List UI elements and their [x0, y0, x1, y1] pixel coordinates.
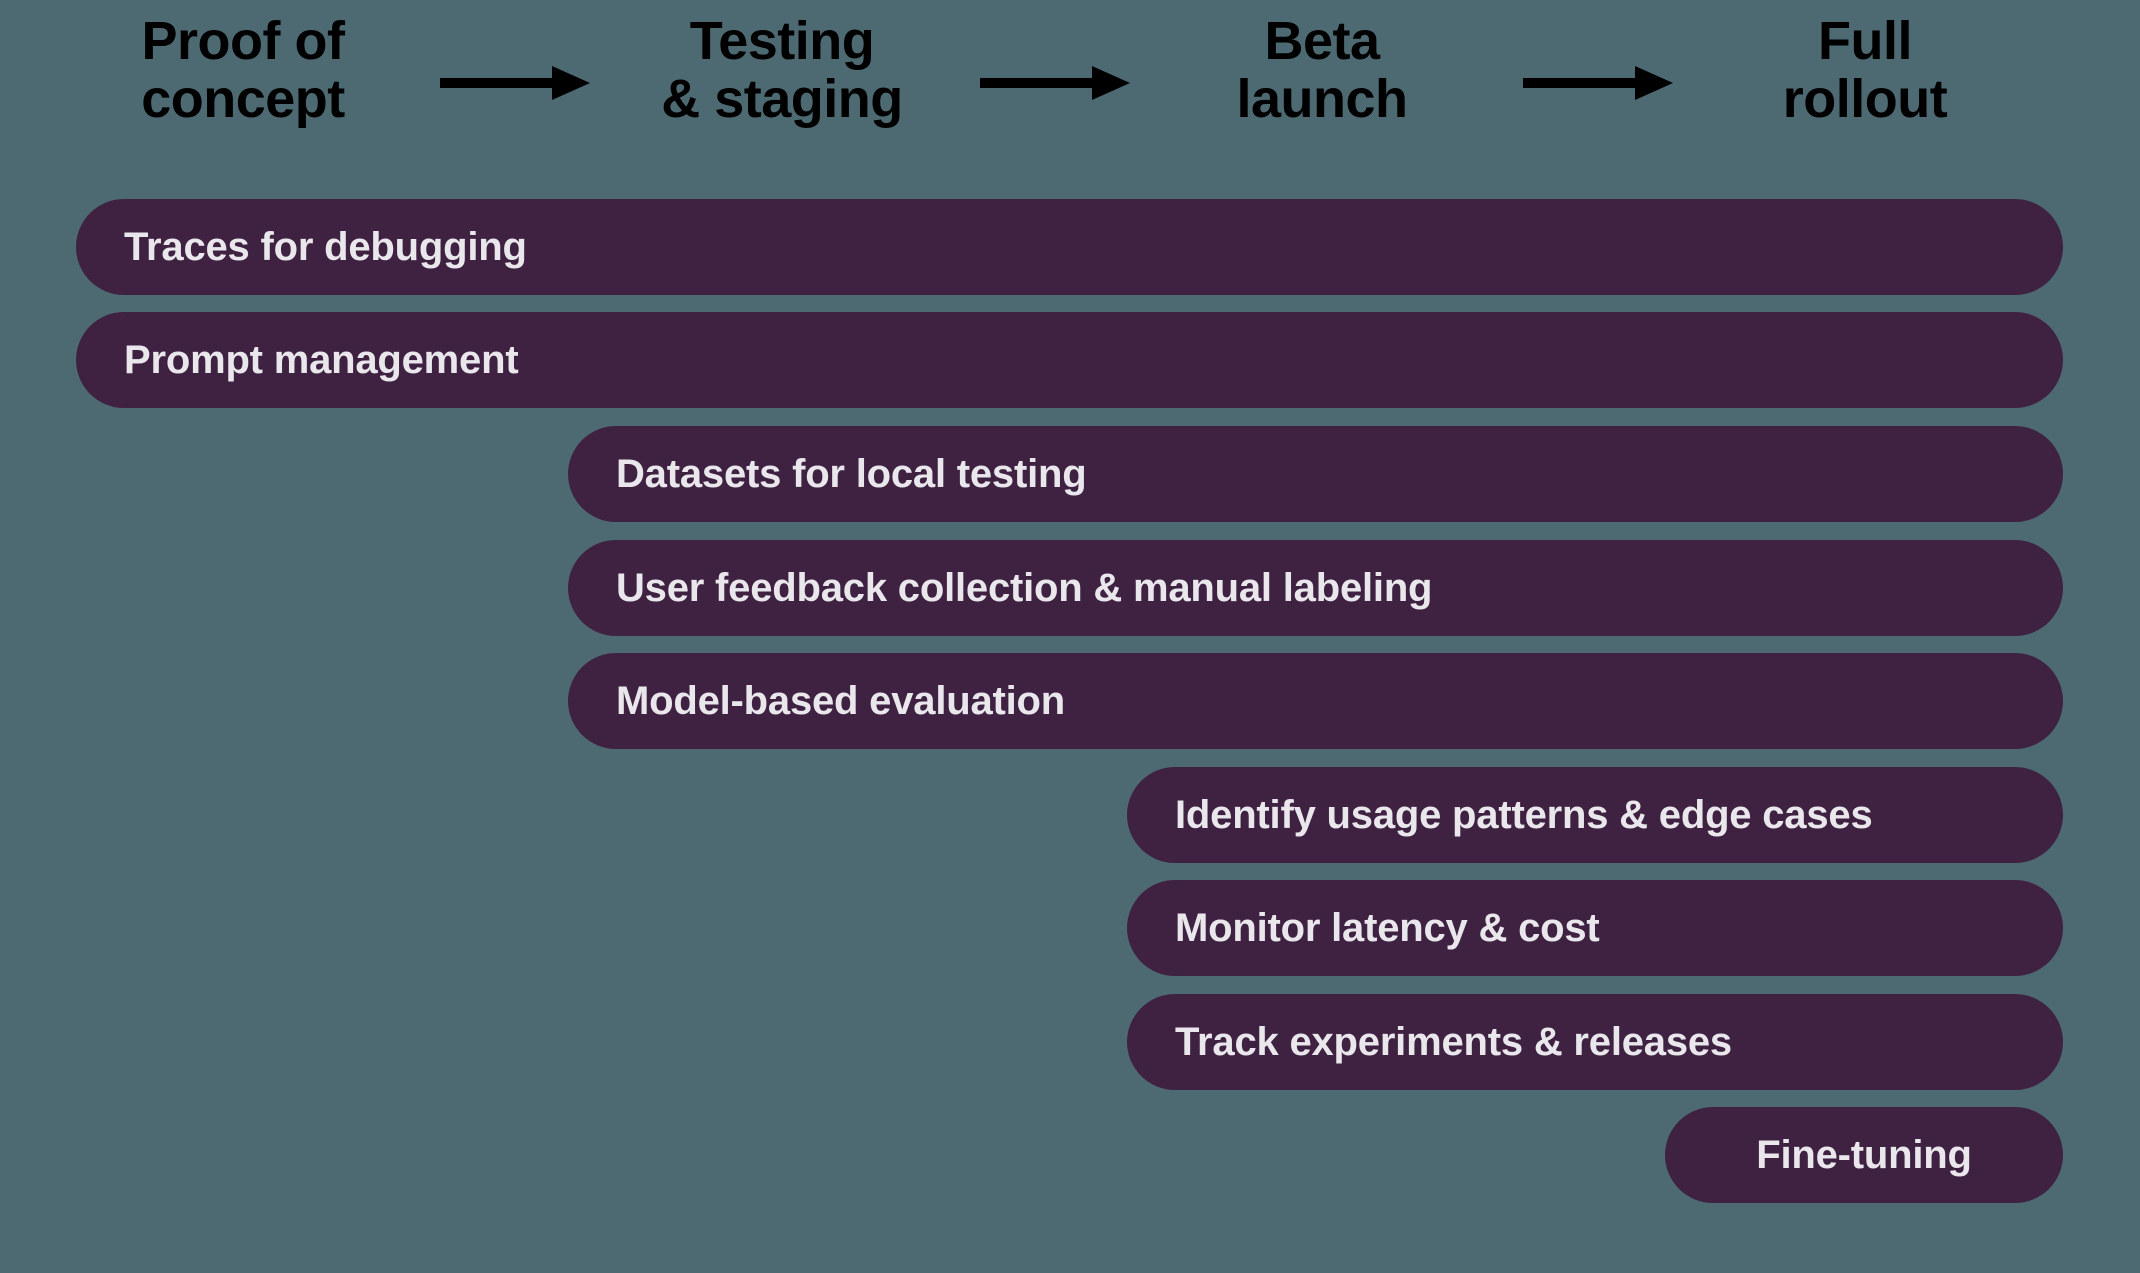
- capability-bar-label: User feedback collection & manual labeli…: [616, 565, 1433, 610]
- capability-bar-monitor-latency-and-cost[interactable]: Monitor latency & cost: [1127, 880, 2063, 976]
- capability-bar-label: Model-based evaluation: [616, 678, 1066, 723]
- capability-bar-fine-tuning[interactable]: Fine-tuning: [1665, 1107, 2063, 1203]
- stage-label-testing-and-staging: Testing & staging: [661, 11, 903, 130]
- capability-bar-label: Track experiments & releases: [1175, 1019, 1732, 1064]
- capability-bar-label: Datasets for local testing: [616, 451, 1087, 496]
- stage-label-full-rollout: Full rollout: [1782, 11, 1948, 130]
- capability-bar-label: Monitor latency & cost: [1175, 905, 1600, 950]
- capability-bar-label: Traces for debugging: [124, 224, 527, 269]
- capability-bar-datasets-for-local-testing[interactable]: Datasets for local testing: [568, 426, 2063, 522]
- capability-bar-label: Identify usage patterns & edge cases: [1175, 792, 1873, 837]
- capability-bar-label: Fine-tuning: [1756, 1132, 1972, 1177]
- capability-bar-track-experiments-and-releases[interactable]: Track experiments & releases: [1127, 994, 2063, 1090]
- stage-label-proof-of-concept: Proof of concept: [141, 11, 345, 130]
- capability-bar-label: Prompt management: [124, 337, 519, 382]
- stage-label-beta-launch: Beta launch: [1236, 11, 1408, 130]
- capability-bar-prompt-management[interactable]: Prompt management: [76, 312, 2063, 408]
- capability-bar-model-based-evaluation[interactable]: Model-based evaluation: [568, 653, 2063, 749]
- arrow-right-icon: [980, 62, 1130, 104]
- arrow-right-icon: [1523, 62, 1673, 104]
- arrow-right-icon: [440, 62, 590, 104]
- capability-bar-traces-for-debugging[interactable]: Traces for debugging: [76, 199, 2063, 295]
- capability-bar-user-feedback-collection[interactable]: User feedback collection & manual labeli…: [568, 540, 2063, 636]
- capability-bar-identify-usage-patterns[interactable]: Identify usage patterns & edge cases: [1127, 767, 2063, 863]
